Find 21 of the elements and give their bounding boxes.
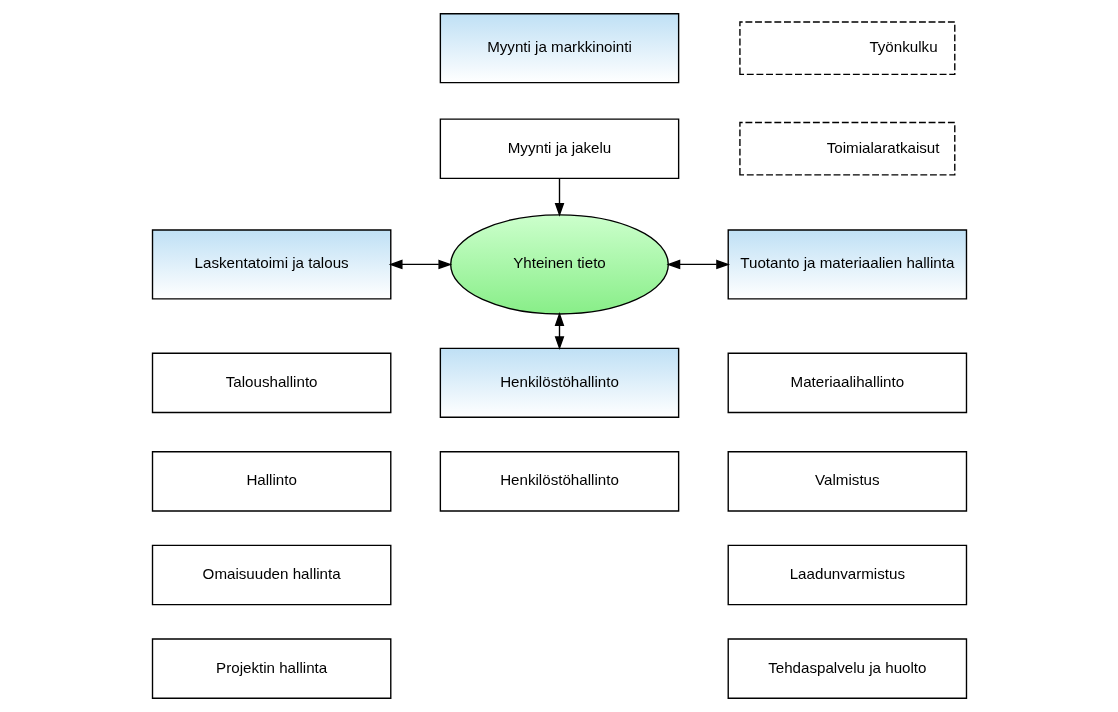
arrow <box>554 312 564 351</box>
node-box: Myynti ja jakelu <box>439 118 679 179</box>
legend-label: Työnkulku <box>868 38 938 56</box>
node-box: Tuotanto ja materiaalien hallinta <box>727 229 967 300</box>
node-ellipse: Yhteinen tieto <box>449 214 669 315</box>
node-box: Myynti ja markkinointi <box>439 13 679 84</box>
node-box: Laadunvarmistus <box>727 544 967 606</box>
arrow <box>666 259 730 270</box>
node-box: Omaisuuden hallinta <box>151 544 391 606</box>
node-box: Taloushallinto <box>151 352 391 414</box>
arrow <box>388 259 452 270</box>
node-box: Projektin hallinta <box>151 638 391 699</box>
node-box: Henkilöstöhallinto <box>439 347 679 418</box>
node-box: Materiaalihallinto <box>727 352 967 414</box>
node-box: Valmistus <box>727 451 967 512</box>
node-box: Hallinto <box>151 451 391 512</box>
node-box: Tehdaspalvelu ja huolto <box>727 638 967 699</box>
arrow <box>554 177 564 217</box>
node-box: Henkilöstöhallinto <box>439 451 679 512</box>
legend-label: Toimialaratkaisut <box>826 138 939 156</box>
node-box: Laskentatoimi ja talous <box>151 229 391 300</box>
